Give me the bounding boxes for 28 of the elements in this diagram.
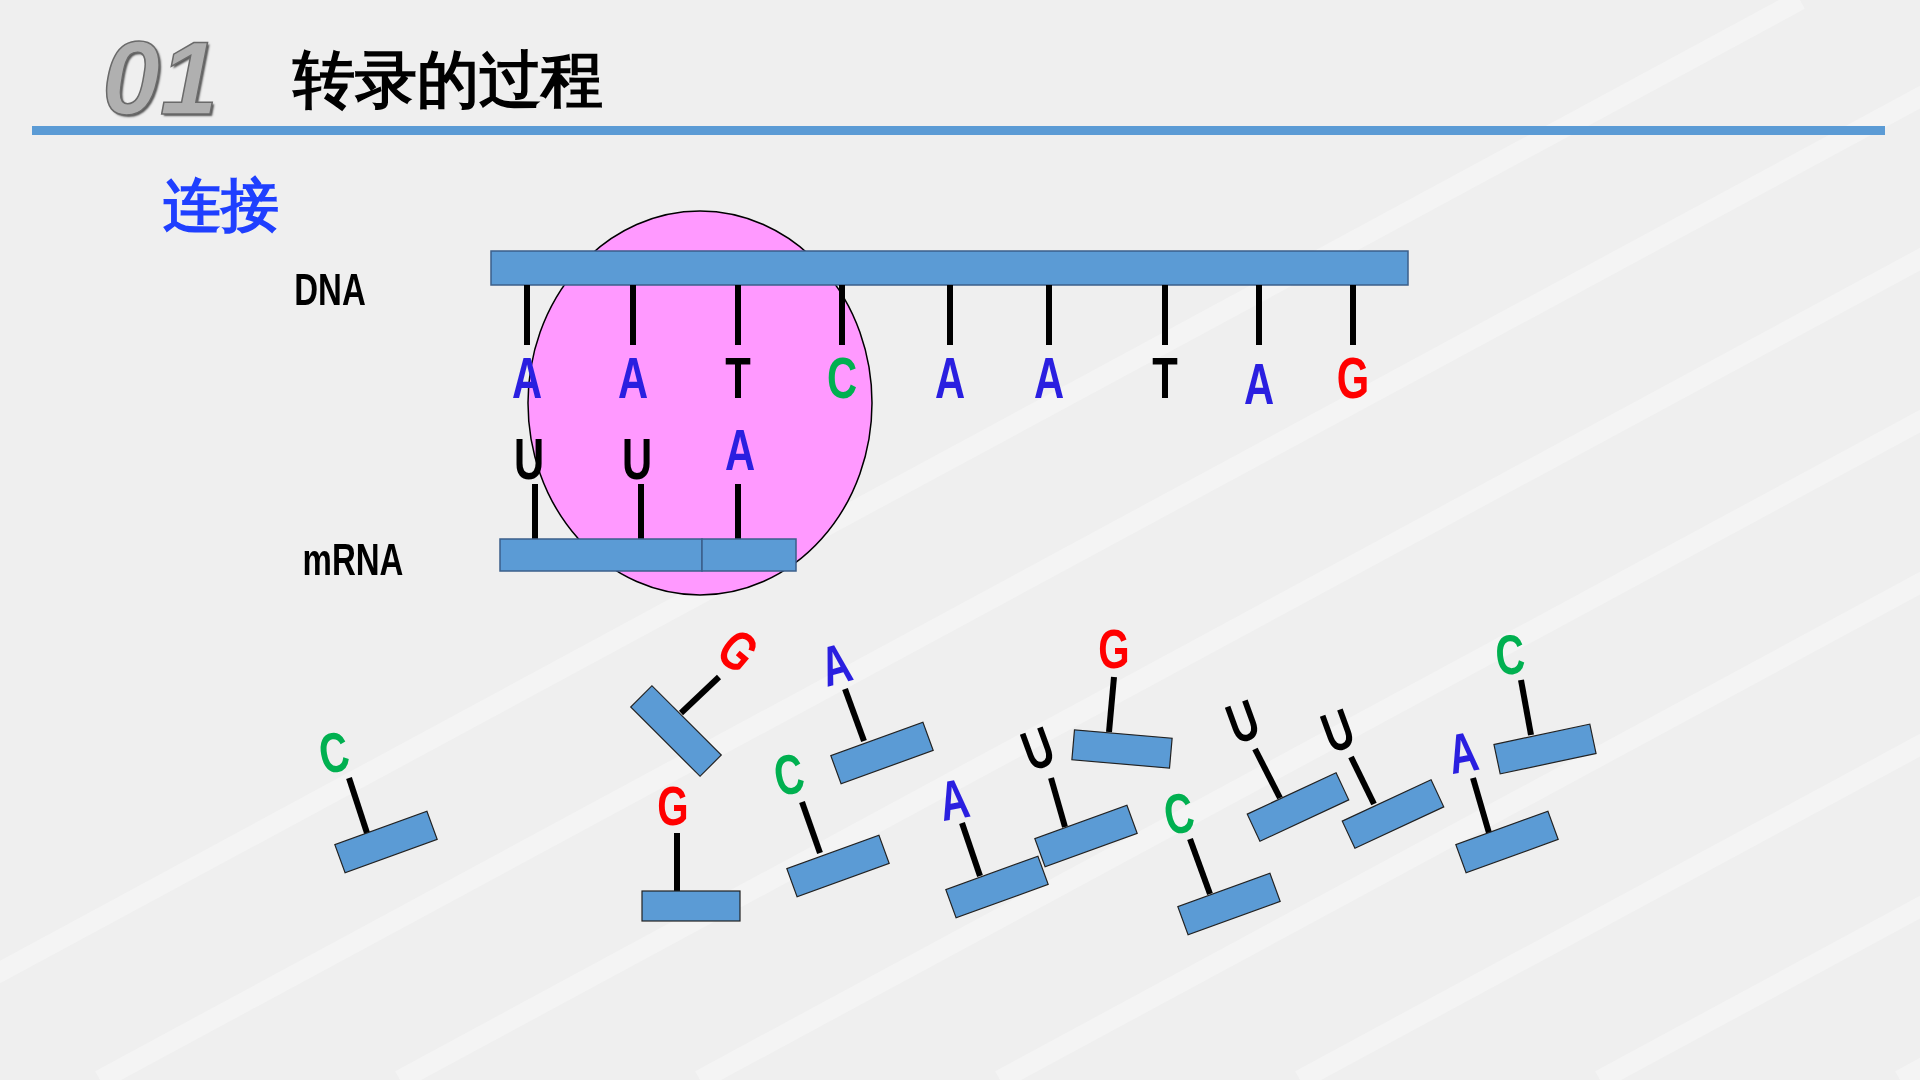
base-letter: A bbox=[934, 349, 966, 407]
base-letter: A bbox=[1243, 355, 1275, 413]
section-number: 01 bbox=[102, 26, 218, 130]
base-letter: C bbox=[314, 722, 354, 784]
strand-label: DNA bbox=[294, 268, 366, 312]
base-letter: A bbox=[1443, 722, 1483, 784]
base-letter: A bbox=[814, 634, 858, 696]
section-heading: 连接 bbox=[163, 176, 279, 234]
base-letter: U bbox=[621, 430, 653, 488]
base-letter: G bbox=[708, 619, 768, 683]
base-letter: T bbox=[725, 349, 751, 407]
slide-title: 转录的过程 bbox=[293, 49, 603, 111]
base-letter: G bbox=[1098, 621, 1130, 677]
base-letter: C bbox=[826, 349, 858, 407]
base-letter: C bbox=[769, 744, 809, 806]
base-letter: C bbox=[1493, 625, 1527, 685]
base-letter: G bbox=[657, 778, 689, 834]
base-letter: A bbox=[934, 769, 974, 831]
base-letter: U bbox=[1014, 717, 1062, 781]
base-letter: A bbox=[1033, 349, 1065, 407]
base-letter: G bbox=[1336, 349, 1370, 407]
base-letter: C bbox=[1159, 783, 1199, 845]
base-letter: A bbox=[617, 349, 649, 407]
base-letter: U bbox=[1314, 699, 1362, 763]
base-letter: U bbox=[1219, 690, 1267, 754]
strand-label: mRNA bbox=[302, 538, 404, 582]
base-letter: T bbox=[1152, 349, 1178, 407]
base-letter: A bbox=[724, 421, 756, 479]
